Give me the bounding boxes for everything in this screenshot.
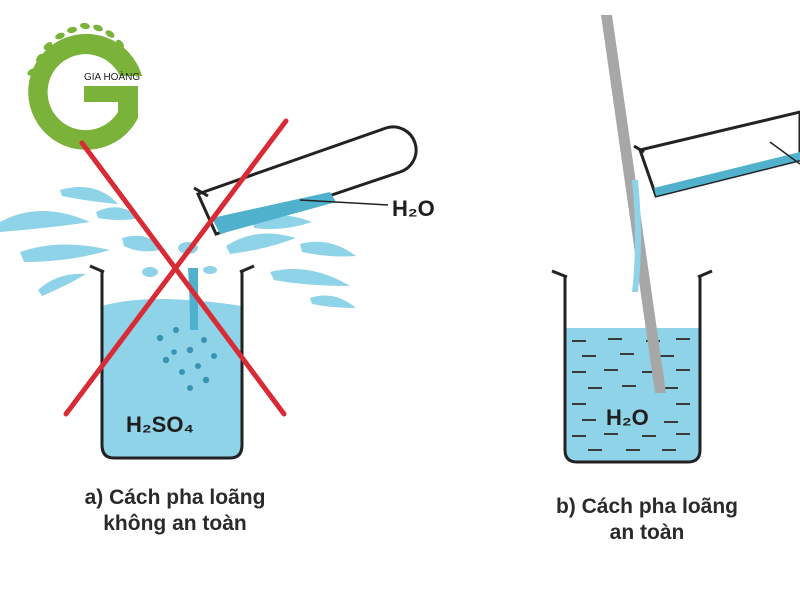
water-droplets — [156, 327, 217, 391]
test-tube-safe — [632, 110, 800, 292]
beaker-safe: H₂O — [551, 269, 713, 464]
caption-safe-line2: an toàn — [609, 521, 685, 544]
beaker-unsafe-label: H₂SO₄ — [126, 412, 194, 437]
test-tube-safe-acid — [654, 152, 800, 196]
caption-unsafe-line1: a) Cách pha loãng — [84, 486, 266, 509]
panel-safe: H₂O — [551, 15, 800, 464]
brand-logo: GIA HOÀNG — [27, 22, 142, 150]
water-label-leader — [299, 199, 389, 206]
beaker-safe-label: H₂O — [606, 405, 649, 430]
test-tube-safe-glass — [638, 110, 800, 198]
beaker-unsafe: H₂SO₄ — [89, 264, 255, 460]
acid-stream — [632, 180, 641, 292]
logo-brand-text: GIA HOÀNG — [84, 70, 140, 83]
beaker-safe-liquid — [565, 328, 700, 462]
test-tube-unsafe-glass — [195, 125, 418, 236]
caption-safe-line1: b) Cách pha loãng — [555, 495, 738, 518]
test-tube-unsafe: H₂O — [193, 125, 435, 236]
test-tube-unsafe-water — [212, 192, 336, 234]
logo-g-shape — [28, 33, 142, 150]
water-stream — [188, 268, 198, 330]
water-label: H₂O — [392, 196, 435, 221]
beaker-unsafe-liquid — [102, 299, 242, 458]
caption-unsafe-line2: không an toàn — [103, 512, 247, 535]
caption-safe: b) Cách pha loãng an toàn — [522, 494, 772, 546]
glass-rod — [601, 15, 666, 393]
unsafe-cross — [63, 118, 289, 417]
caption-unsafe: a) Cách pha loãng không an toàn — [40, 485, 310, 537]
panel-unsafe: H₂SO₄ H₂O — [0, 118, 435, 460]
